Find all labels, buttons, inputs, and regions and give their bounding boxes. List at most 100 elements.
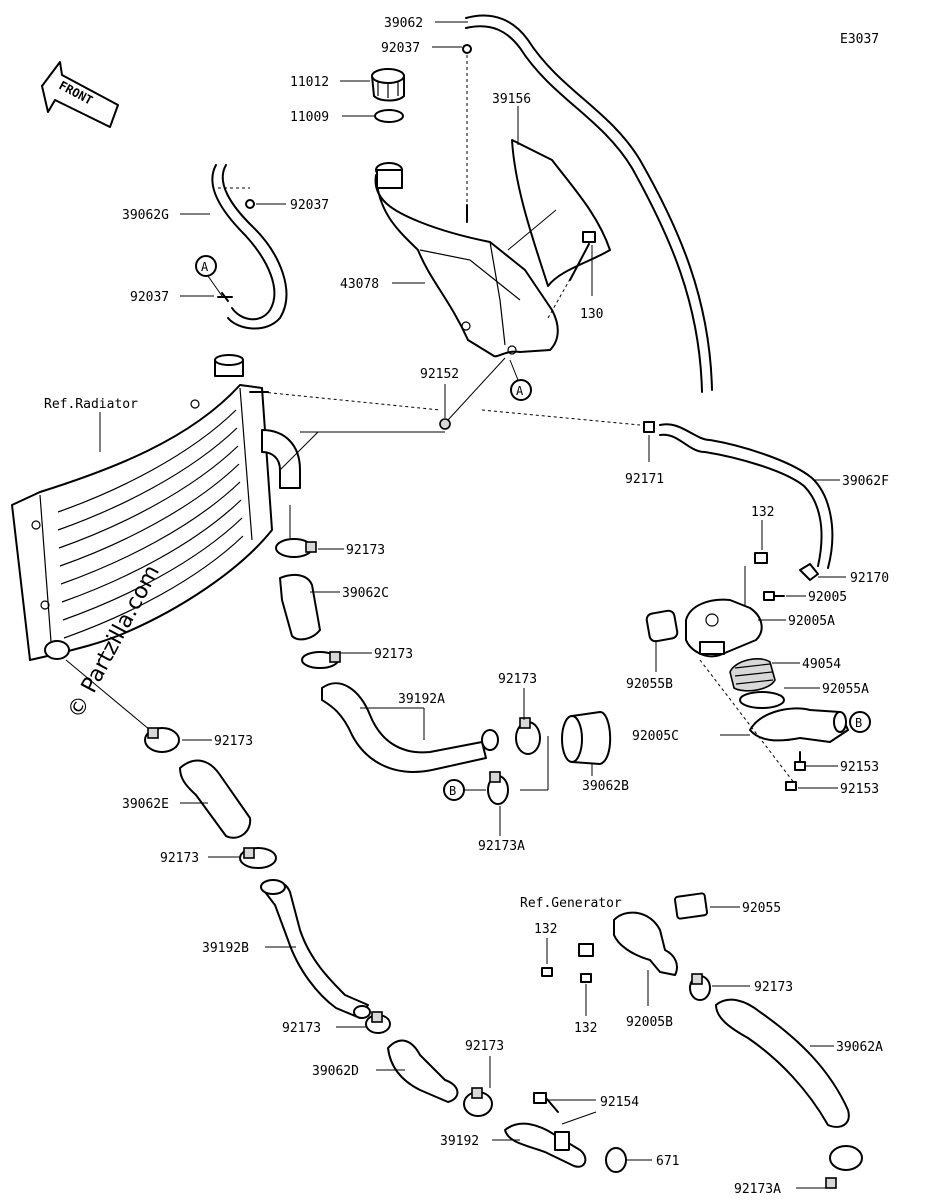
label-11012: 11012 (290, 75, 329, 90)
hose-39062a[interactable] (715, 998, 850, 1128)
svg-text:A: A (201, 260, 209, 274)
label-92173-8: 92173 (754, 980, 793, 995)
label-49054: 49054 (802, 657, 841, 672)
clamp-92173-1[interactable] (275, 538, 317, 558)
label-132-mid: 132 (534, 922, 557, 937)
label-92153-2: 92153 (840, 782, 879, 797)
clamp-92173-6[interactable] (365, 1011, 391, 1034)
label-39062a: 39062A (836, 1040, 883, 1055)
label-671: 671 (656, 1154, 679, 1169)
clamp-92173a-2[interactable] (825, 1145, 863, 1189)
gasket-92055[interactable] (674, 892, 708, 920)
grommet-92152[interactable] (439, 418, 451, 430)
label-39062b: 39062B (582, 779, 629, 794)
marker-a-right: A (510, 379, 532, 401)
pipe-39192b[interactable] (260, 879, 371, 1019)
hose-39062[interactable] (465, 14, 713, 393)
clamp-92173-2[interactable] (301, 651, 341, 669)
label-92170: 92170 (850, 571, 889, 586)
bolt-92005[interactable] (763, 591, 785, 601)
hose-39062g[interactable] (211, 164, 288, 330)
gasket-92055a[interactable] (739, 691, 785, 709)
marker-a-left: A (195, 255, 217, 277)
clamp-92173-8[interactable] (689, 973, 711, 1001)
gasket-11009[interactable] (374, 109, 404, 123)
label-92173-2: 92173 (374, 647, 413, 662)
label-92173-6: 92173 (282, 1021, 321, 1036)
cover-39156[interactable] (511, 139, 611, 287)
hose-39062f[interactable] (659, 423, 834, 569)
pipe-fitting-92005b[interactable] (578, 911, 678, 976)
o-ring-671[interactable] (605, 1147, 627, 1173)
label-92173-4: 92173 (214, 734, 253, 749)
clamp-92173-5[interactable] (239, 847, 277, 869)
label-39062: 39062 (384, 16, 423, 31)
label-11009: 11009 (290, 110, 329, 125)
marker-b-right: B (849, 711, 871, 733)
label-92055b: 92055B (626, 677, 673, 692)
hose-39062b[interactable] (561, 711, 612, 765)
clip-92037-left[interactable] (217, 292, 233, 302)
label-132-top: 132 (751, 505, 774, 520)
label-130: 130 (580, 307, 603, 322)
label-39062d: 39062D (312, 1064, 359, 1079)
cap-11012[interactable] (371, 68, 405, 102)
label-39156: 39156 (492, 92, 531, 107)
label-92005: 92005 (808, 590, 847, 605)
clamp-92173-7[interactable] (463, 1087, 493, 1117)
marker-b-left: B (443, 779, 465, 801)
label-39062f: 39062F (842, 474, 889, 489)
gasket-92055b[interactable] (645, 609, 679, 643)
svg-text:B: B (449, 784, 456, 798)
hose-39062c[interactable] (279, 573, 321, 641)
label-92037-top: 92037 (381, 41, 420, 56)
bolt-92154[interactable] (533, 1092, 559, 1113)
label-92173-7: 92173 (465, 1039, 504, 1054)
clip-92037-mid[interactable] (245, 199, 255, 209)
hose-39062d[interactable] (387, 1039, 459, 1103)
fitting-92171[interactable] (643, 421, 655, 433)
clamp-92173-4[interactable] (144, 727, 180, 753)
thermostat-housing-92005a[interactable] (685, 598, 763, 658)
diagram-code: E3037 (840, 32, 879, 47)
bolt-132-bot[interactable] (580, 973, 592, 983)
label-92005a: 92005A (788, 614, 835, 629)
svg-text:B: B (855, 716, 862, 730)
label-92171: 92171 (625, 472, 664, 487)
bolt-132-top[interactable] (754, 552, 768, 564)
clamp-92173-3[interactable] (515, 717, 541, 755)
hose-39062e[interactable] (179, 759, 252, 839)
pipe-39192a[interactable] (321, 682, 499, 773)
label-92173a-2: 92173A (734, 1182, 781, 1197)
bolt-92153-1[interactable] (794, 751, 806, 771)
clip-92037-top[interactable] (462, 44, 472, 54)
label-132-bot: 132 (574, 1021, 597, 1036)
ref-radiator: Ref.Radiator (44, 397, 138, 412)
clamp-92173a-1[interactable] (487, 771, 509, 805)
thermostat-49054[interactable] (729, 658, 776, 692)
front-arrow-icon: FRONT (41, 61, 119, 128)
label-39192: 39192 (440, 1134, 479, 1149)
label-92055: 92055 (742, 901, 781, 916)
label-92005c: 92005C (632, 729, 679, 744)
label-92152: 92152 (420, 367, 459, 382)
label-92173-3: 92173 (498, 672, 537, 687)
bolt-92153-2[interactable] (785, 781, 797, 791)
label-39062c: 39062C (342, 586, 389, 601)
reservoir-tank-43078[interactable] (374, 162, 559, 358)
label-92037-mid: 92037 (290, 198, 329, 213)
ref-generator: Ref.Generator (520, 896, 622, 911)
bolt-132-mid[interactable] (541, 967, 553, 977)
label-92173-5: 92173 (160, 851, 199, 866)
label-92173-1: 92173 (346, 543, 385, 558)
label-92154: 92154 (600, 1095, 639, 1110)
label-92153-1: 92153 (840, 760, 879, 775)
label-39062e: 39062E (122, 797, 169, 812)
pipe-39192[interactable] (504, 1122, 587, 1168)
fitting-92170[interactable] (799, 563, 819, 581)
label-92173a-1: 92173A (478, 839, 525, 854)
label-92037-left: 92037 (130, 290, 169, 305)
svg-text:A: A (516, 384, 524, 398)
housing-cover-92005c[interactable] (749, 707, 849, 743)
